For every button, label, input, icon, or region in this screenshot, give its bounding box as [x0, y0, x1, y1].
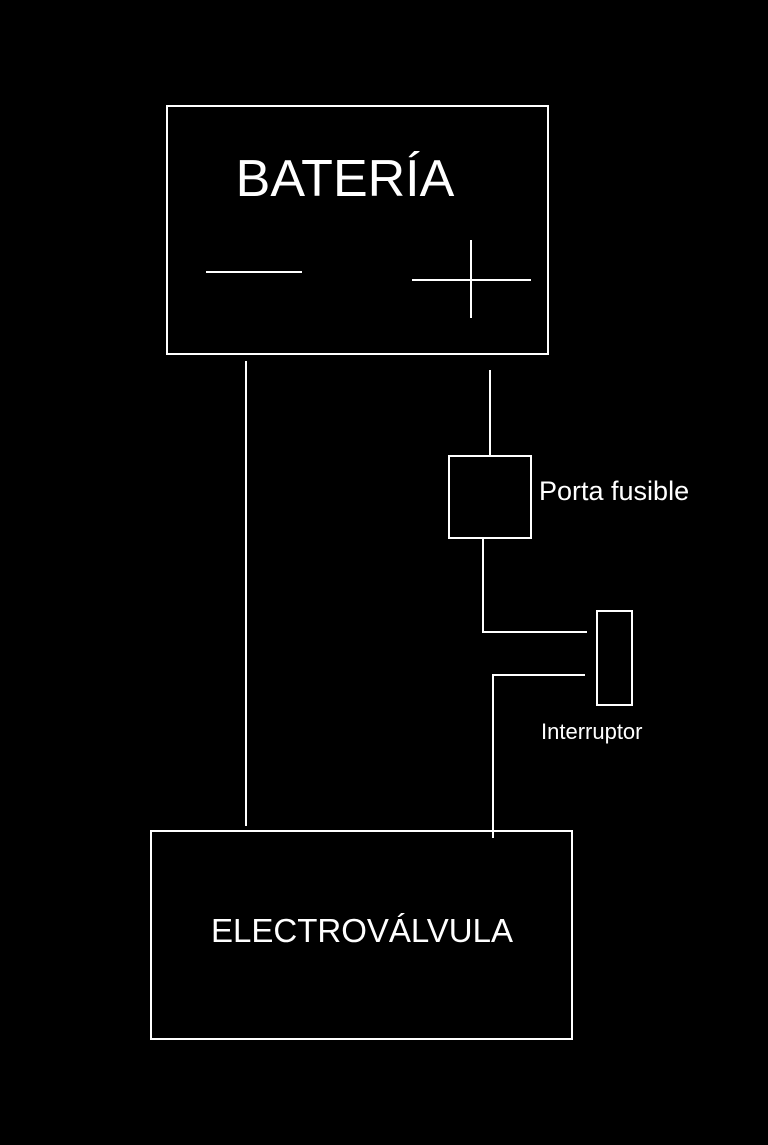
positive-terminal-icon [412, 240, 531, 318]
switch: Interruptor [541, 610, 643, 744]
fuse-holder-label: Porta fusible [539, 476, 689, 506]
battery-box [166, 105, 549, 355]
fuse-to-switch-wire [482, 538, 587, 633]
fuse-holder: Porta fusible [448, 455, 689, 539]
fuse-holder-box [448, 455, 532, 539]
valve-box [150, 830, 573, 1040]
battery: BATERÍA [166, 105, 549, 355]
valve-label: ELECTROVÁLVULA [211, 912, 513, 949]
switch-label: Interruptor [541, 719, 643, 744]
battery-label: BATERÍA [236, 150, 455, 208]
switch-to-valve-wire [492, 674, 585, 838]
switch-box [596, 610, 633, 706]
solenoid-valve: ELECTROVÁLVULA [150, 830, 573, 1040]
